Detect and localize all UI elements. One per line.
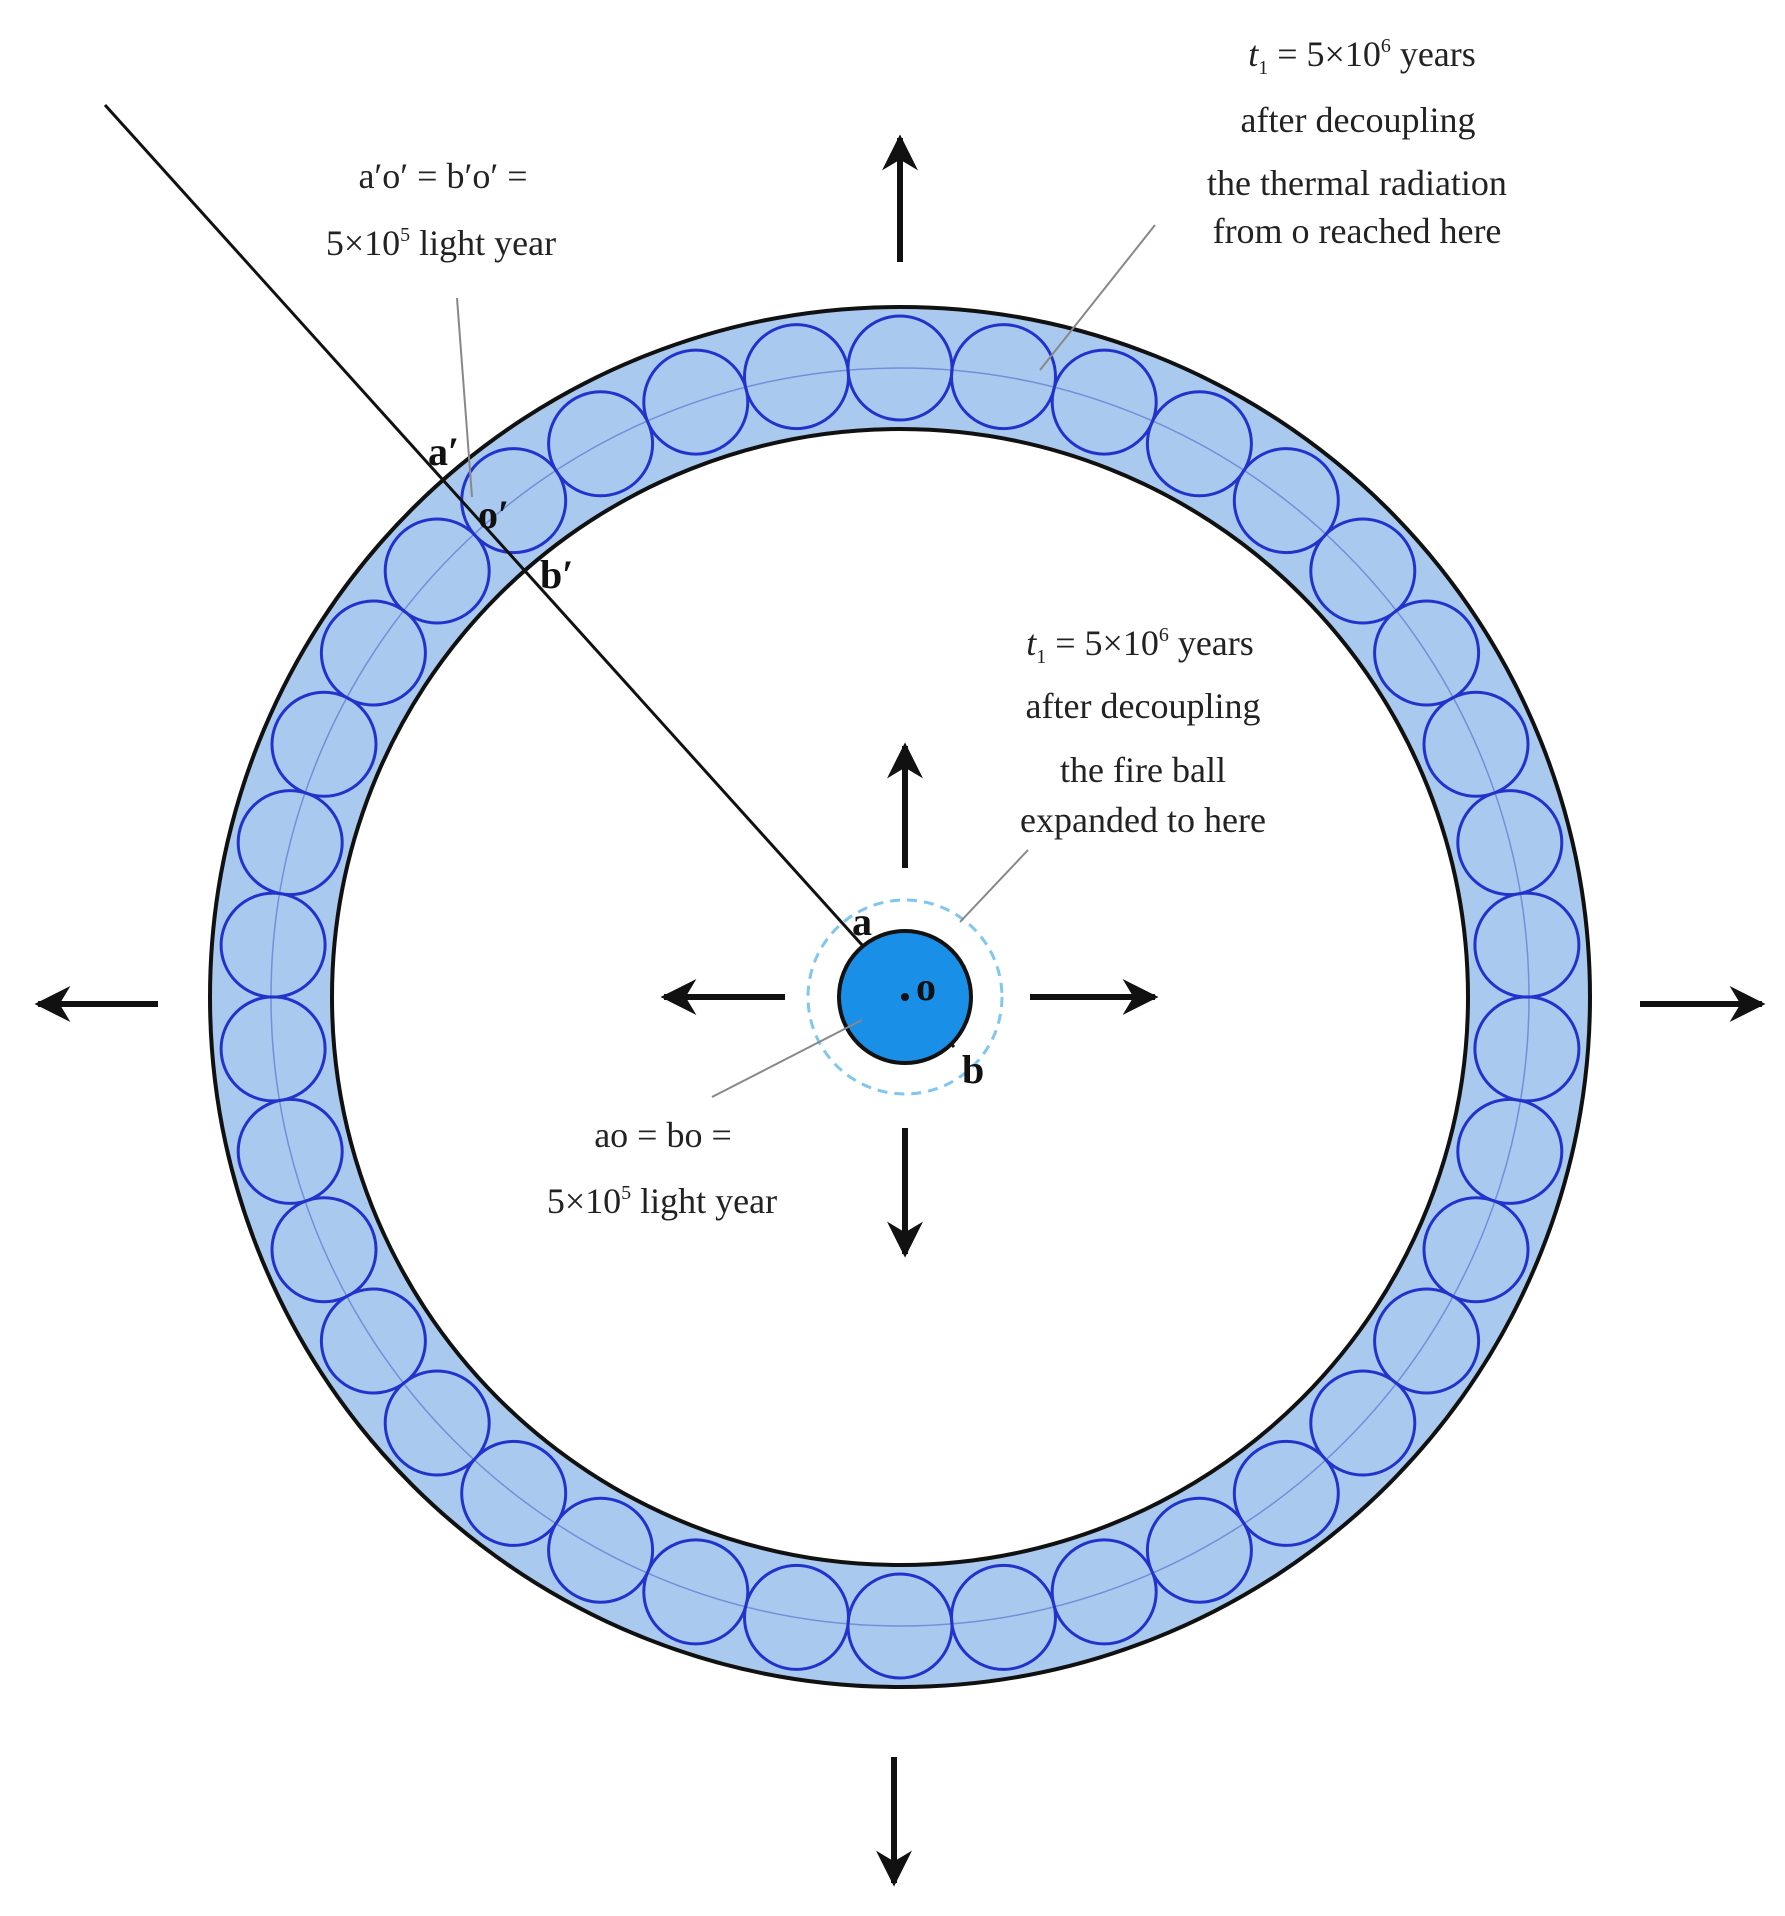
- center-distance: 5×105 light year: [547, 1181, 777, 1221]
- shell-small-circle: [950, 323, 1057, 431]
- leader-lines: [456, 224, 1156, 1098]
- point-b-prime: b′: [540, 552, 574, 597]
- center-distance-annotation: ao = bo = 5×105 light year: [547, 1115, 777, 1221]
- shell-small-circle: [1145, 1496, 1253, 1604]
- prime-equation: a′o′ = b′o′ =: [358, 156, 527, 196]
- prime-distance-annotation: a′o′ = b′o′ = 5×105 light year: [326, 156, 556, 263]
- shell-small-circle: [383, 517, 491, 625]
- shell-small-circle: [642, 1538, 750, 1646]
- shell-small-circle: [547, 1496, 655, 1604]
- point-o-prime: o′: [478, 492, 509, 537]
- outer-line-4: from o reached here: [1213, 211, 1502, 251]
- shell-small-circle: [1373, 1287, 1481, 1395]
- outer-annotation: t1 = 5×106 years after decoupling the th…: [1207, 34, 1507, 251]
- outer-time-line: t1 = 5×106 years: [1248, 34, 1476, 79]
- shell-small-circle: [547, 390, 655, 498]
- leader-outer-time: [1039, 224, 1156, 371]
- inner-time-line: t1 = 5×106 years: [1026, 623, 1254, 668]
- expansion-arrows: [34, 134, 1766, 1887]
- point-o: o: [916, 964, 936, 1009]
- fireball: [806, 898, 1004, 1096]
- shell-small-circle: [1232, 447, 1340, 555]
- sight-line: [103, 103, 956, 1049]
- shell-small-circle: [319, 599, 427, 707]
- shell-small-circle: [1422, 1196, 1530, 1304]
- point-labels: a′ o′ b′ a o b: [428, 429, 984, 1092]
- shell-small-circle: [1309, 517, 1417, 625]
- shell-small-circle: [270, 690, 378, 798]
- inner-line-4: expanded to here: [1020, 800, 1266, 840]
- leader-center-distance: [711, 1019, 863, 1098]
- prime-distance: 5×105 light year: [326, 223, 556, 263]
- shell-small-circle: [1050, 348, 1158, 456]
- shell-small-circle: [1050, 1538, 1158, 1646]
- shell-small-circle: [1456, 1097, 1564, 1205]
- point-a: a: [852, 899, 872, 944]
- shell-small-circle: [743, 323, 850, 431]
- leader-prime-distance: [456, 297, 473, 498]
- shell-band: [207, 305, 1593, 1689]
- shell-small-circle: [1145, 390, 1253, 498]
- shell-small-circle: [642, 348, 750, 456]
- outer-line-2: after decoupling: [1241, 100, 1476, 140]
- outer-line-3: the thermal radiation: [1207, 163, 1507, 203]
- shell-small-circle: [319, 1287, 427, 1395]
- shell-small-circle: [1373, 599, 1481, 707]
- point-b: b: [962, 1047, 984, 1092]
- shell-small-circle: [1309, 1369, 1417, 1477]
- point-a-prime: a′: [428, 429, 459, 474]
- fireball-dashed-halo: [806, 898, 1004, 1096]
- shell-small-circle: [1422, 690, 1530, 798]
- shell-small-circles: [219, 314, 1581, 1680]
- center-equation: ao = bo =: [594, 1115, 732, 1155]
- shell-small-circle: [270, 1196, 378, 1304]
- shell-small-circle: [1232, 1439, 1340, 1547]
- shell-small-circle: [236, 789, 344, 897]
- leader-inner-time: [959, 849, 1029, 923]
- shell-small-circle: [383, 1369, 491, 1477]
- thermal-radiation-shell: [207, 305, 1593, 1689]
- inner-annotation: t1 = 5×106 years after decoupling the fi…: [1020, 623, 1266, 840]
- inner-line-2: after decoupling: [1026, 686, 1261, 726]
- inner-line-3: the fire ball: [1060, 750, 1226, 790]
- shell-small-circle: [743, 1563, 850, 1671]
- shell-small-circle: [460, 1439, 568, 1547]
- fireball-center-dot: [901, 993, 909, 1001]
